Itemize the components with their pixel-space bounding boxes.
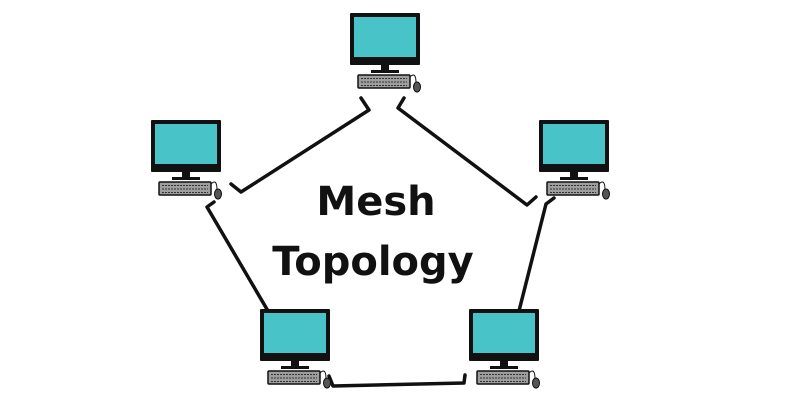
computer-bottom-left-icon bbox=[260, 309, 331, 389]
computer-bottom-right-icon bbox=[469, 309, 540, 389]
diagram-title-line2: Topology bbox=[272, 239, 473, 285]
computer-right-icon bbox=[539, 120, 610, 200]
link-top-left bbox=[229, 96, 371, 194]
link-left-bottomleft bbox=[205, 200, 270, 313]
computer-left-icon bbox=[151, 120, 222, 200]
diagram-title-line1: Mesh bbox=[316, 179, 435, 225]
link-right-bottomright bbox=[517, 196, 556, 313]
computer-top-icon bbox=[350, 13, 421, 93]
link-top-right bbox=[396, 96, 538, 207]
link-bottom bbox=[327, 373, 467, 388]
